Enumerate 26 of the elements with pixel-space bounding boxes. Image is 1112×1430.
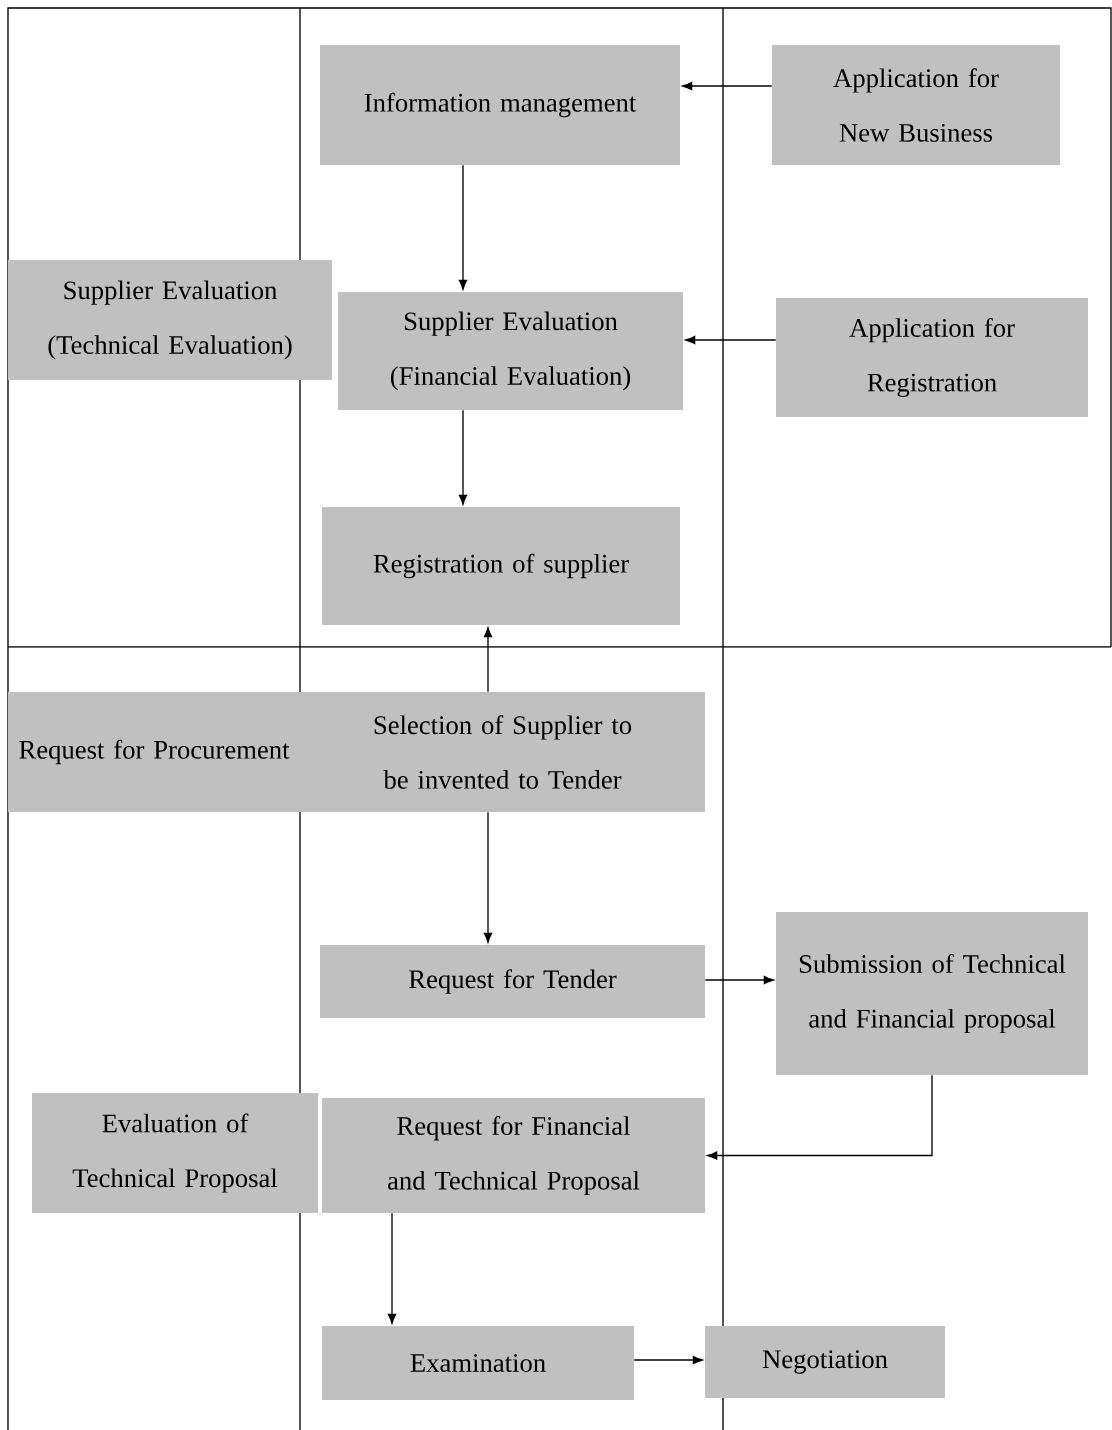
arrow <box>458 164 468 290</box>
arrow <box>458 409 468 505</box>
process-box: Request for Financial and Technical Proposal <box>322 1098 705 1213</box>
arrow <box>483 811 493 943</box>
process-box: Request for Procurement <box>8 692 300 812</box>
process-box: Selection of Supplier to be invented to Tender <box>300 692 705 812</box>
process-box: Examination <box>322 1326 634 1400</box>
process-box: Negotiation <box>705 1326 945 1398</box>
process-box: Supplier Evaluation (Technical Evaluation) <box>8 260 332 380</box>
arrow <box>682 81 773 91</box>
arrow <box>685 335 777 345</box>
node-label: Selection of Supplier to be invented to Tender <box>374 715 632 789</box>
process-box: Application for New Business <box>772 45 1060 165</box>
process-box: Supplier Evaluation (Financial Evaluation) <box>338 292 683 410</box>
process-box: Evaluation of Technical Proposal <box>32 1093 318 1213</box>
process-box: Request for Tender <box>320 945 705 1018</box>
process-box: Application for Registration <box>776 298 1088 417</box>
arrow <box>633 1355 703 1365</box>
node-label: Request for Procurement <box>19 739 290 765</box>
arrow <box>483 627 493 693</box>
arrow <box>387 1212 397 1324</box>
process-box: Information management <box>320 45 680 165</box>
arrow <box>707 1074 933 1160</box>
process-box: Registration of supplier <box>322 507 680 625</box>
arrow <box>704 975 774 985</box>
process-box: Submission of Technical and Financial proposal <box>776 912 1088 1075</box>
